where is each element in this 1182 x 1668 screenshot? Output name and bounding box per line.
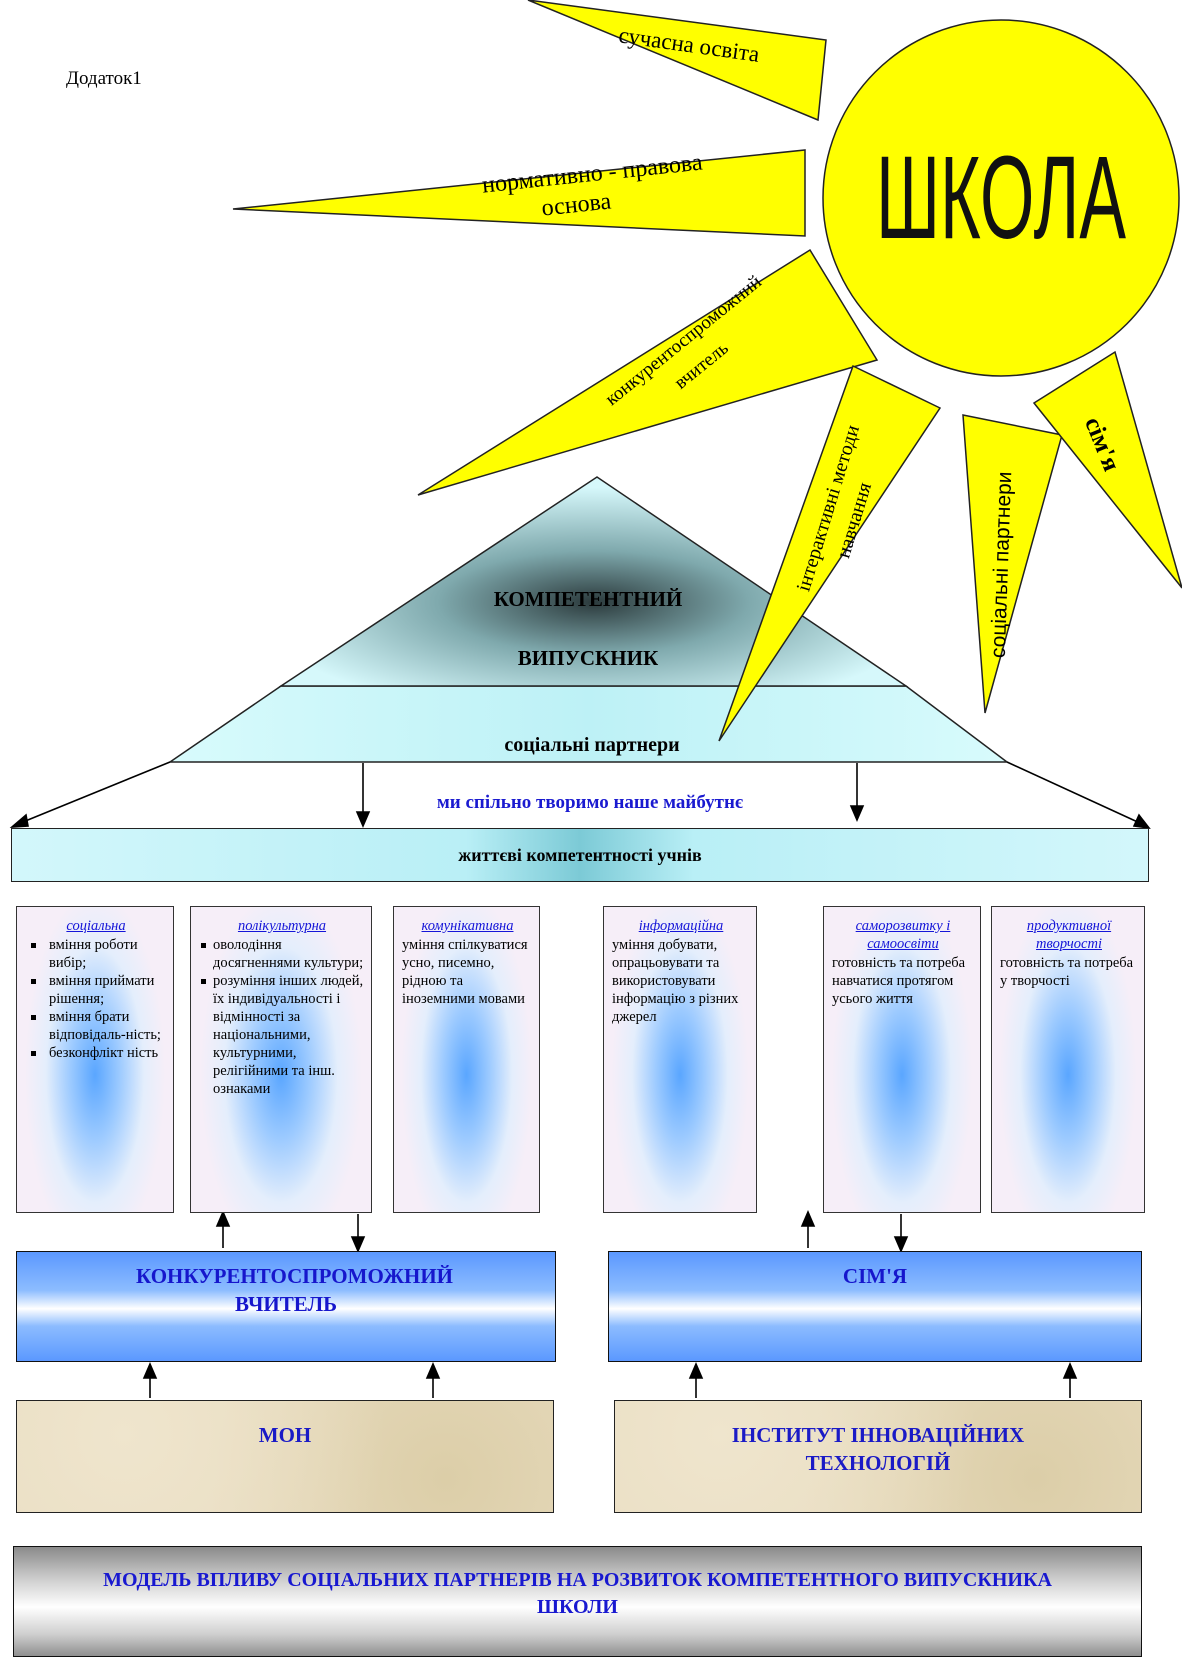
competence-list: оволодіння досягненнями культури; розумі… (199, 936, 365, 1098)
list-item: вміння роботи вибір; (25, 936, 167, 972)
competence-title: саморозвитку і самоосвіти (855, 918, 951, 952)
pyramid-title-line2: ВИПУСКНИК (518, 646, 659, 670)
competence-text: готовність та потреба навчатися протягом… (832, 955, 966, 1007)
list-item: розуміння інших людей, їх індивідуальнос… (199, 972, 365, 1098)
family-box-label: СІМ'Я (842, 1264, 908, 1288)
ministry-box-label: МОН (258, 1423, 312, 1447)
competence-text: готовність та потреба у творчості (1000, 955, 1134, 989)
model-title: МОДЕЛЬ ВПЛИВУ СОЦІАЛЬНИХ ПАРТНЕРІВ НА РО… (103, 1569, 1052, 1618)
competence-informational: інформаційна уміння добувати, опрацьовув… (603, 906, 757, 1213)
competence-creativity: продуктивної творчості готовність та пот… (991, 906, 1145, 1213)
list-item: вміння приймати рішення; (25, 972, 167, 1008)
list-item: оволодіння досягненнями культури; (199, 936, 365, 972)
competence-title: інформаційна (638, 918, 724, 934)
ray-legal-basis (232, 149, 806, 237)
competence-title: комунікативна (421, 918, 514, 934)
competence-multicultural: полікультурна оволодіння досягненнями ку… (190, 906, 372, 1213)
motto: ми спільно творимо наше майбутнє (436, 792, 744, 813)
institute-box-label: ІНСТИТУТ ІННОВАЦІЙНИХ ТЕХНОЛОГІЙ (731, 1423, 1025, 1475)
teacher-box: КОНКУРЕНТОСПРОМОЖНИЙ ВЧИТЕЛЬ (16, 1251, 556, 1362)
competence-text: уміння добувати, опрацьовувати та викори… (612, 937, 739, 1025)
competence-title: полікультурна (237, 918, 327, 934)
ministry-box: МОН (16, 1400, 554, 1513)
ray-modern-education (527, 0, 827, 122)
family-box: СІМ'Я (608, 1251, 1142, 1362)
institute-box: ІНСТИТУТ ІННОВАЦІЙНИХ ТЕХНОЛОГІЙ (614, 1400, 1142, 1513)
sun-school-label: ШКОЛА (876, 132, 1126, 264)
pyramid-title-line1: КОМПЕТЕНТНИЙ (494, 587, 683, 611)
life-competences-label: життєві компетентності учнів (458, 845, 702, 865)
sun (822, 19, 1180, 377)
competence-title: соціальна (66, 918, 126, 934)
competence-title: продуктивної творчості (1026, 918, 1112, 952)
model-title-box: МОДЕЛЬ ВПЛИВУ СОЦІАЛЬНИХ ПАРТНЕРІВ НА РО… (13, 1546, 1142, 1657)
competence-self-development: саморозвитку і самоосвіти готовність та … (823, 906, 981, 1213)
pyramid-top (278, 476, 909, 687)
competence-social: соціальна вміння роботи вибір; вміння пр… (16, 906, 174, 1213)
ray-methods (718, 364, 942, 742)
appendix-label: Додаток1 (66, 68, 142, 89)
life-competences-bar: життєві компетентності учнів (11, 828, 1149, 882)
teacher-box-label: КОНКУРЕНТОСПРОМОЖНИЙ ВЧИТЕЛЬ (136, 1264, 454, 1316)
ray-teacher (417, 248, 879, 496)
list-item: вміння брати відповідаль-ність; (25, 1008, 167, 1044)
list-item: безконфлікт ність (25, 1044, 167, 1062)
ray-family (1032, 350, 1182, 589)
competence-list: вміння роботи вибір; вміння приймати ріш… (25, 936, 167, 1062)
pyramid-base-label: соціальні партнери (504, 734, 679, 756)
competence-text: уміння спілкуватися усно, писемно, рідно… (402, 937, 528, 1007)
ray-partners (962, 414, 1063, 714)
competence-communicative: комунікативна уміння спілкуватися усно, … (393, 906, 540, 1213)
